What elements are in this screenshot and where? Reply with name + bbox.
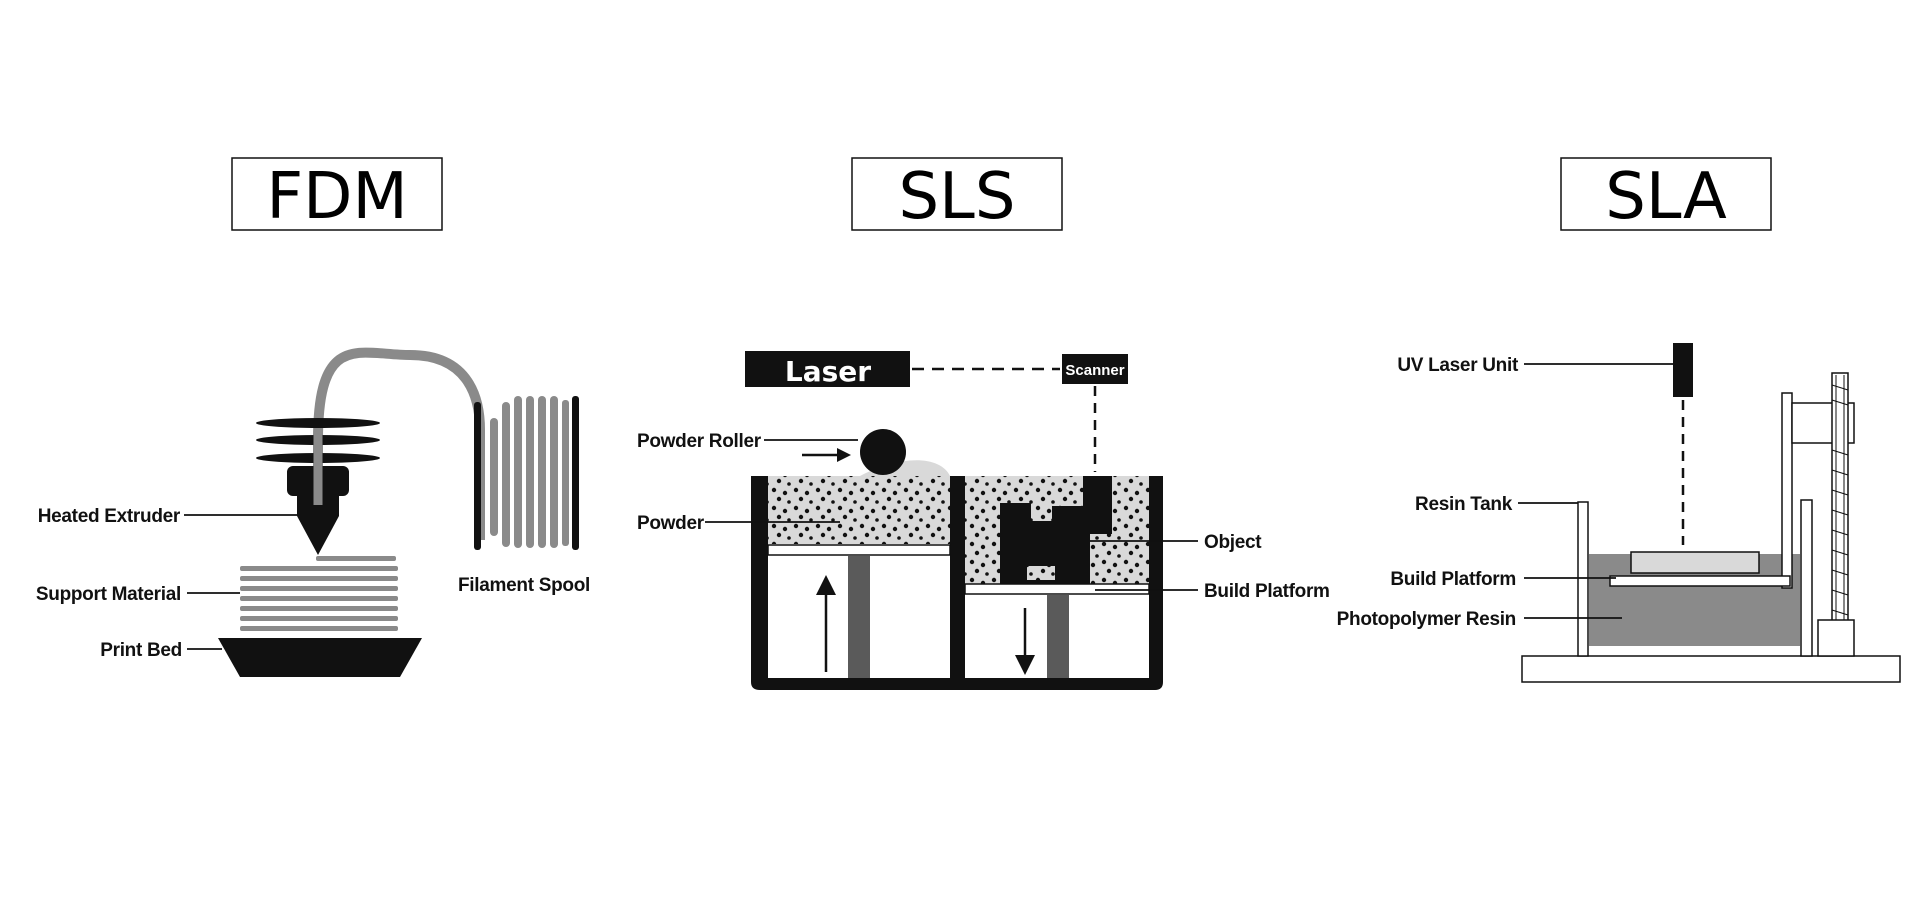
sla-base (1521, 655, 1901, 683)
uv-laser-unit (1673, 343, 1693, 397)
label-resin-tank: Resin Tank (1415, 494, 1513, 515)
sla-title-box: SLA (1560, 157, 1772, 234)
right-arrow-icon (837, 448, 851, 462)
sls-vat (751, 476, 1163, 690)
sla-section: SLA (1337, 157, 1901, 683)
label-uv-laser-unit: UV Laser Unit (1397, 355, 1519, 376)
print-bed (218, 638, 422, 677)
sls-title-box: SLS (851, 157, 1063, 234)
lead-screw (1817, 372, 1855, 657)
up-arrow-icon (816, 575, 836, 595)
filament-spool (474, 396, 579, 550)
sls-title: SLS (899, 160, 1016, 234)
scanner-unit: Scanner (1062, 354, 1128, 384)
label-sla-build-platform: Build Platform (1390, 569, 1516, 590)
resin-tank-left-wall (1577, 501, 1589, 657)
printed-object (1000, 476, 1112, 584)
resin-tank-right-wall (1800, 499, 1813, 657)
label-filament-spool: Filament Spool (458, 575, 590, 596)
object-cavity (1027, 566, 1055, 580)
fdm-title: FDM (266, 160, 407, 234)
supply-piston-rod (848, 556, 870, 678)
sls-section: SLS Laser Scanner (637, 157, 1330, 690)
label-photopolymer-resin: Photopolymer Resin (1337, 609, 1516, 630)
label-powder-roller: Powder Roller (637, 431, 762, 452)
supply-piston (767, 544, 951, 556)
powder-roller (860, 429, 906, 475)
label-print-bed: Print Bed (100, 640, 182, 661)
label-support-material: Support Material (36, 584, 181, 605)
support-material (240, 556, 398, 631)
laser-unit: Laser (745, 351, 910, 388)
sla-printed-part (1630, 551, 1760, 574)
sla-title: SLA (1605, 160, 1727, 234)
label-powder: Powder (637, 513, 705, 534)
label-laser: Laser (785, 355, 871, 388)
build-platform (964, 583, 1150, 595)
sla-build-platform (1609, 575, 1791, 587)
heated-extruder (287, 430, 349, 555)
label-heated-extruder: Heated Extruder (38, 506, 181, 527)
powder-supply (768, 476, 950, 544)
label-object: Object (1204, 532, 1262, 553)
label-scanner: Scanner (1065, 362, 1124, 379)
fdm-title-box: FDM (231, 157, 443, 234)
build-piston-rod (1047, 595, 1069, 678)
filament-tube (313, 347, 485, 540)
platform-arm (1781, 392, 1793, 589)
label-build-platform: Build Platform (1204, 581, 1330, 602)
down-arrow-icon (1015, 655, 1035, 675)
fdm-section: FDM (36, 157, 590, 677)
